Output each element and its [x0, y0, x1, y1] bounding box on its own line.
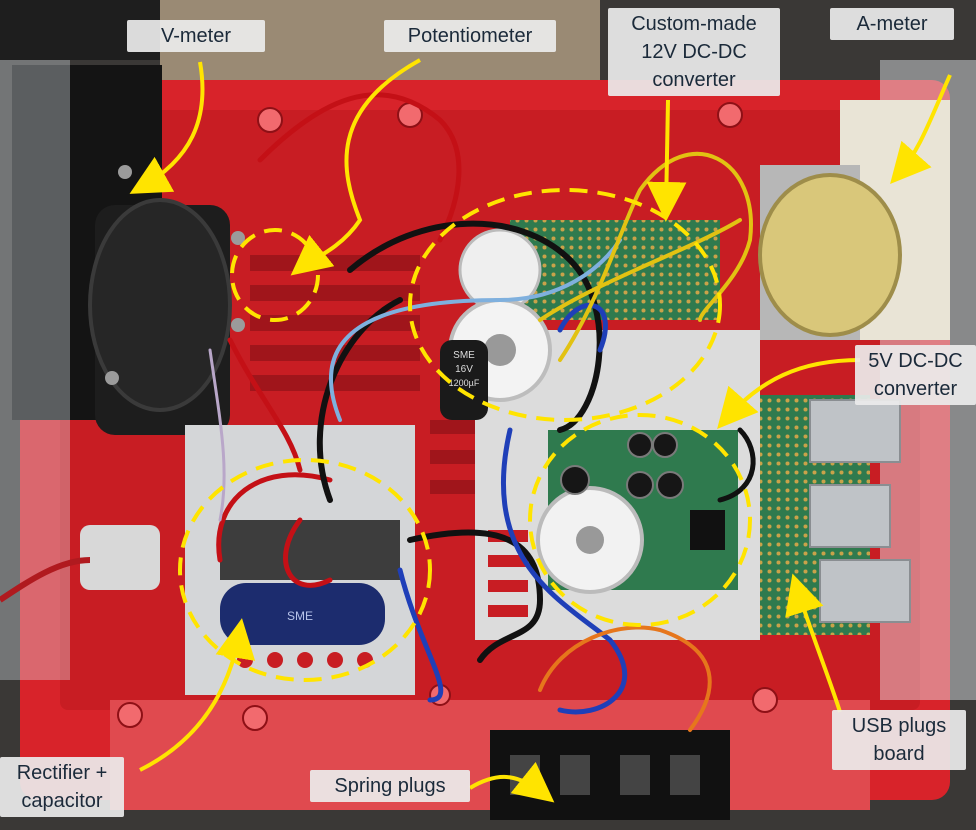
toroid-center-hub — [484, 334, 516, 366]
label-dcdc5: 5V DC-DC converter — [855, 345, 976, 405]
label-usb-line1: USB plugs — [851, 715, 947, 737]
small-capacitor-print-3: 1200µF — [449, 378, 480, 388]
label-usb: USB plugs board — [832, 710, 966, 770]
label-dcdc12-line1: Custom-made — [631, 13, 757, 35]
usb-ports — [809, 399, 911, 623]
label-usb-line2: board — [873, 743, 925, 765]
label-rectifier-line1: Rectifier + — [16, 762, 108, 784]
wires — [208, 92, 756, 732]
small-capacitor — [440, 340, 488, 420]
dcdc12-board — [510, 220, 720, 320]
label-spring-plugs-text: Spring plugs — [334, 775, 446, 797]
label-vmeter: V-meter — [127, 20, 265, 52]
label-dcdc5-line1: 5V DC-DC — [868, 350, 963, 372]
cable-gland — [80, 525, 160, 590]
label-vmeter-text: V-meter — [160, 25, 232, 47]
pointer-arrows — [129, 58, 952, 803]
small-capacitor-print-1: SME — [453, 350, 475, 361]
mains-cable — [0, 557, 91, 603]
small-capacitor-print-2: 16V — [455, 364, 473, 375]
dcdc5-regulator — [690, 510, 725, 550]
clear-panel-left — [0, 60, 70, 680]
dcdc5-capacitors — [560, 432, 684, 499]
label-potentiometer-text: Potentiometer — [407, 25, 533, 47]
ameter-coil — [758, 173, 902, 337]
large-capacitor — [220, 583, 385, 645]
label-rectifier: Rectifier + capacitor — [0, 757, 124, 817]
center-plate-holes — [488, 530, 528, 617]
vmeter-ring — [88, 198, 232, 412]
label-dcdc5-line2: converter — [873, 378, 958, 400]
toroid-lower-hub — [576, 526, 604, 554]
label-spring-plugs: Spring plugs — [310, 770, 470, 802]
label-dcdc12-line2: 12V DC-DC — [641, 41, 747, 63]
label-dcdc12: Custom-made 12V DC-DC converter — [608, 8, 780, 96]
label-ameter-text: A-meter — [856, 13, 928, 35]
label-ameter: A-meter — [830, 8, 954, 40]
label-potentiometer: Potentiometer — [384, 20, 556, 52]
rectifier-block — [220, 520, 400, 580]
label-rectifier-line2: capacitor — [21, 790, 103, 812]
label-dcdc12-line3: converter — [652, 69, 736, 91]
vmeter-terminals — [105, 165, 245, 385]
large-capacitor-print: SME — [287, 609, 313, 623]
